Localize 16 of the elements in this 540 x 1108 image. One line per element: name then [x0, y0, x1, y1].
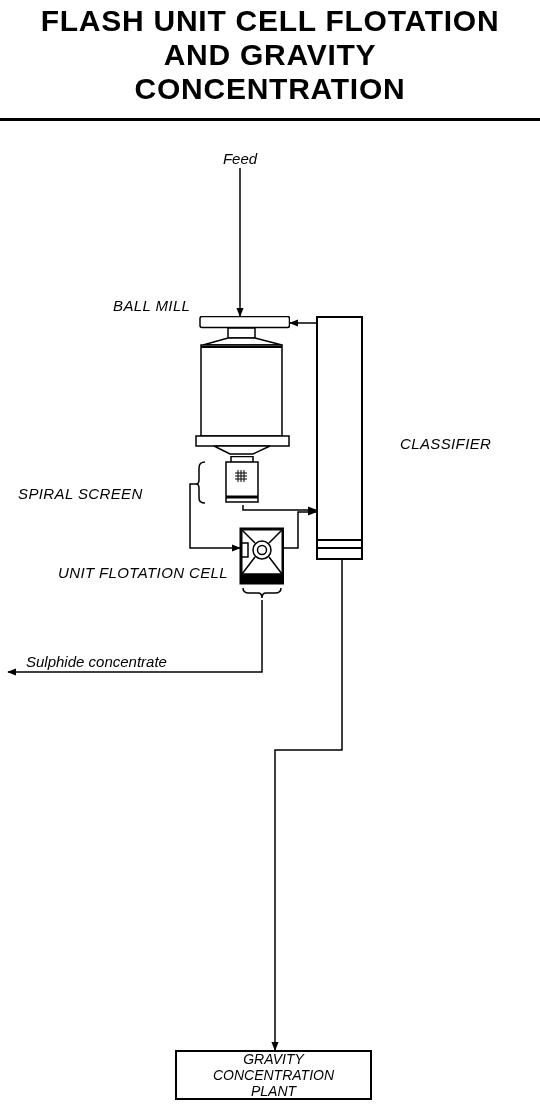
flow-arrow — [271, 559, 343, 1051]
flow-arrow — [189, 483, 241, 552]
flow-arrow — [236, 167, 244, 317]
title: FLASH UNIT CELL FLOTATION AND GRAVITY CONCENTRATION — [39, 4, 501, 106]
node-label: GRAVITY CONCENTRATION PLANT — [211, 1052, 336, 1098]
process-box — [175, 1050, 372, 1100]
flow-arrow — [283, 508, 317, 549]
edge-label: Sulphide concentrate — [26, 653, 167, 670]
flow-arrow — [7, 599, 263, 676]
node-label: UNIT FLOTATION CELL — [57, 564, 229, 581]
node-label: CLASSIFIER — [400, 434, 492, 454]
flow-arrow — [242, 504, 317, 514]
node-label: BALL MILL — [113, 296, 191, 316]
node-label: SPIRAL SCREEN — [18, 484, 143, 504]
node-label: Feed — [221, 149, 259, 169]
flow-arrow — [289, 319, 317, 327]
